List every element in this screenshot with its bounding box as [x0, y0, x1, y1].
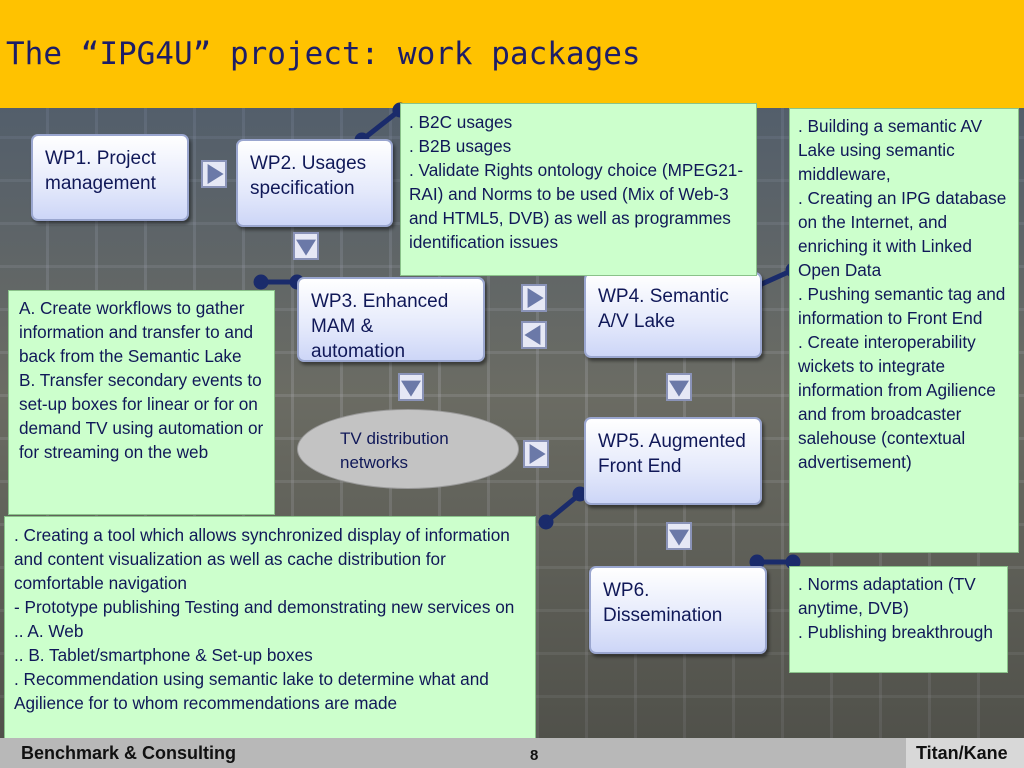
footer-company: Benchmark & Consulting: [21, 743, 237, 763]
arrow-wp3-to-wp4: [521, 284, 547, 312]
arrow-wp5-to-wp6: [666, 522, 692, 550]
arrow-wp1-to-wp2: [201, 160, 227, 188]
footer-partner: Titan/Kane: [916, 743, 1008, 763]
tv-networks-label: TV distribution networks: [340, 429, 449, 472]
arrow-wp3-to-tv: [398, 373, 424, 401]
wp6-label: WP6. Dissemination: [603, 580, 723, 626]
wp4-box: WP4. Semantic A/V Lake: [584, 272, 762, 358]
wp3-box: WP3. Enhanced MAM & automation: [297, 277, 485, 362]
wp5-box: WP5. Augmented Front End: [584, 417, 762, 505]
wp1-box: WP1. Project management: [31, 134, 189, 221]
wp6-box: WP6. Dissemination: [589, 566, 767, 654]
wp4-label: WP4. Semantic A/V Lake: [598, 286, 729, 332]
slide-title: The “IPG4U” project: work packages: [6, 36, 641, 72]
arrow-tv-to-wp5: [523, 440, 549, 468]
arrow-wp4-to-wp5: [666, 373, 692, 401]
wp2-box: WP2. Usages specification: [236, 139, 393, 227]
arrow-wp4-to-wp3: [521, 321, 547, 349]
wp1-label: WP1. Project management: [45, 148, 156, 194]
arrow-wp2-to-wp3: [293, 232, 319, 260]
wp6-note: . Norms adaptation (TV anytime, DVB) . P…: [789, 566, 1008, 673]
page-number: 8: [530, 747, 539, 764]
wp2-note: . B2C usages . B2B usages . Validate Rig…: [400, 103, 757, 276]
tv-networks-ellipse: TV distribution networks: [297, 409, 519, 489]
footer-bar: Benchmark & Consulting 8 Titan/Kane: [0, 738, 1024, 768]
wp3-note: A. Create workflows to gather informatio…: [8, 290, 275, 515]
title-bar: The “IPG4U” project: work packages: [0, 0, 1024, 108]
wp3-label: WP3. Enhanced MAM & automation: [311, 291, 449, 362]
wp5-label: WP5. Augmented Front End: [598, 431, 746, 477]
wp2-label: WP2. Usages specification: [250, 153, 367, 199]
wp5-note: . Creating a tool which allows synchroni…: [4, 516, 536, 742]
wp4-note: . Building a semantic AV Lake using sema…: [789, 108, 1019, 553]
footer-right-panel: [906, 738, 1024, 768]
